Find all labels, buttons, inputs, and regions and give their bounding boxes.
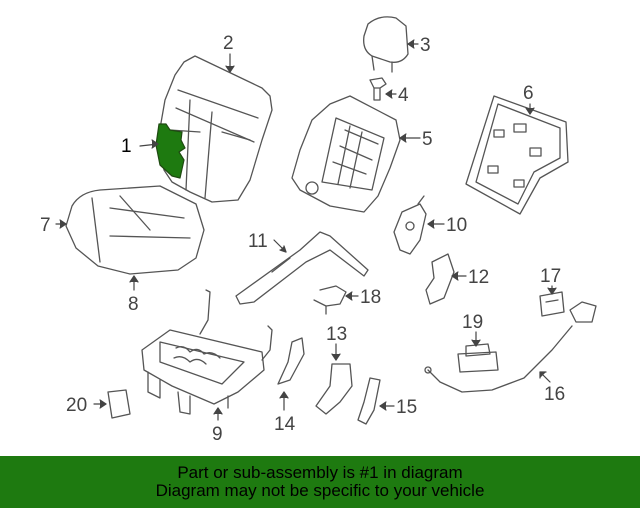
callout-1: 1: [121, 136, 132, 157]
callout-6: 6: [523, 83, 534, 104]
banner-line-2: Diagram may not be specific to your vehi…: [155, 481, 485, 500]
end-cap: [107, 389, 131, 419]
seat-track: [235, 231, 369, 305]
seat-back-cushion: [157, 55, 273, 203]
callout-2: 2: [223, 33, 234, 54]
fitment-banner: Part or sub-assembly is #1 in diagram Di…: [0, 456, 640, 508]
recliner-mechanism: [393, 195, 427, 255]
seat-back-panel: [465, 95, 569, 215]
callout-4: 4: [398, 85, 409, 106]
headrest-guide: [369, 77, 387, 101]
callout-18: 18: [360, 287, 381, 308]
callout-13: 13: [326, 324, 347, 345]
callout-10: 10: [446, 215, 467, 236]
callout-20: 20: [66, 395, 87, 416]
seat-bracket: [315, 363, 353, 415]
highlighted-part-1: [155, 123, 186, 179]
parts-diagram: 1 2 3 4 5 6 7 8 9 10 11 12 13 14 15 16 1…: [40, 16, 597, 445]
callout-3: 3: [420, 35, 431, 56]
release-cable: [424, 301, 597, 393]
callout-8: 8: [128, 294, 139, 315]
control-module: [457, 343, 499, 373]
callout-16: 16: [544, 384, 565, 405]
seat-cushion: [65, 185, 205, 275]
callout-9: 9: [212, 424, 223, 445]
recliner-cover: [425, 253, 455, 305]
callout-11: 11: [248, 231, 268, 252]
headrest: [363, 16, 409, 73]
side-trim: [357, 377, 381, 425]
seat-back-frame: [291, 95, 401, 213]
wire-harness: [313, 285, 347, 315]
callout-7: 7: [40, 215, 51, 236]
seat-switch: [539, 291, 565, 317]
callout-12: 12: [468, 267, 489, 288]
seat-link: [277, 337, 305, 385]
leader-lines: [55, 39, 557, 421]
callout-15: 15: [396, 397, 417, 418]
seat-frame: [141, 289, 273, 415]
banner-line-1: Part or sub-assembly is #1 in diagram: [177, 463, 463, 482]
callout-14: 14: [274, 414, 296, 435]
callout-17: 17: [540, 266, 561, 287]
callout-19: 19: [462, 312, 483, 333]
callout-5: 5: [422, 129, 433, 150]
